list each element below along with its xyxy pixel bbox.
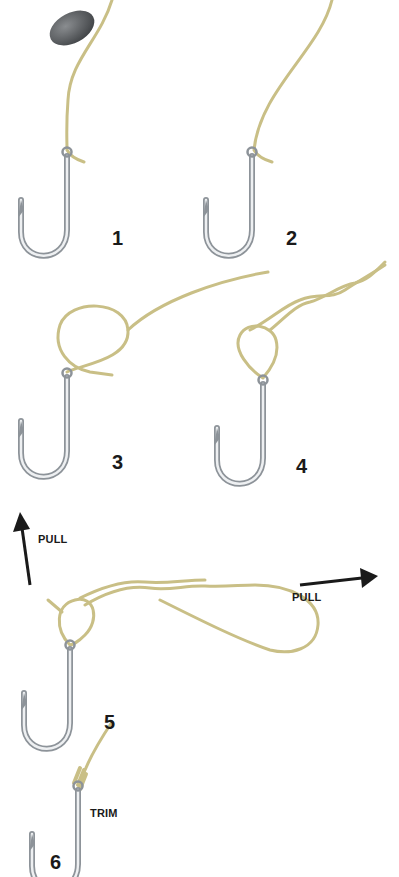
step-number: 6 [50,852,61,872]
pull-label: PULL [38,534,68,545]
step-number: 5 [104,712,115,732]
trim-label: TRIM [90,808,118,819]
step-number: 1 [112,228,123,248]
step-number: 2 [286,228,297,248]
step-number: 3 [112,452,123,472]
pull-label: PULL [292,592,322,603]
step-number: 4 [296,456,307,476]
